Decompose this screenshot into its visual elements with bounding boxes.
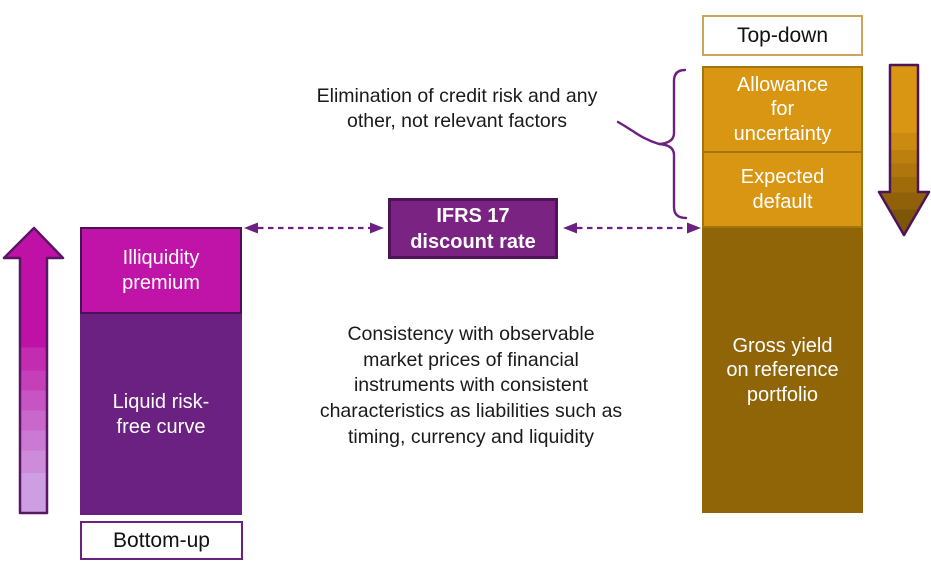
bottom-up-label-box: Bottom-up xyxy=(80,521,243,560)
segment-allowance-for-uncertainty: Allowance for uncertainty xyxy=(702,66,863,153)
segment-allowance-for-uncertainty-label: Allowance for uncertainty xyxy=(733,73,832,145)
elimination-note: Elimination of credit risk and any other… xyxy=(316,85,598,133)
top-down-label-box: Top-down xyxy=(702,15,863,56)
bottom-up-label: Bottom-up xyxy=(113,528,210,552)
segment-expected-default-label: Expected default xyxy=(740,166,825,213)
right-dashed-double-arrow xyxy=(563,222,701,234)
segment-liquid-risk-free-curve: Liquid risk- free curve xyxy=(80,314,242,515)
down-gradient-arrow-icon xyxy=(877,63,931,237)
brace-bracket xyxy=(658,68,688,220)
segment-gross-yield-reference-portfolio-label: Gross yield on reference portfolio xyxy=(726,334,839,406)
segment-gross-yield-reference-portfolio: Gross yield on reference portfolio xyxy=(702,228,863,513)
up-gradient-arrow-icon xyxy=(2,226,65,515)
segment-expected-default: Expected default xyxy=(702,151,863,228)
segment-liquid-risk-free-curve-label: Liquid risk- free curve xyxy=(112,391,210,438)
consistency-note: Consistency with observable market price… xyxy=(319,323,623,448)
left-dashed-double-arrow xyxy=(244,222,384,234)
segment-illiquidity-premium: Illiquidity premium xyxy=(80,227,242,314)
ifrs17-discount-rate-label: IFRS 17 discount rate xyxy=(410,204,536,253)
ifrs17-discount-rate-box: IFRS 17 discount rate xyxy=(388,198,558,259)
top-down-label: Top-down xyxy=(736,23,829,47)
segment-illiquidity-premium-label: Illiquidity premium xyxy=(122,247,200,294)
